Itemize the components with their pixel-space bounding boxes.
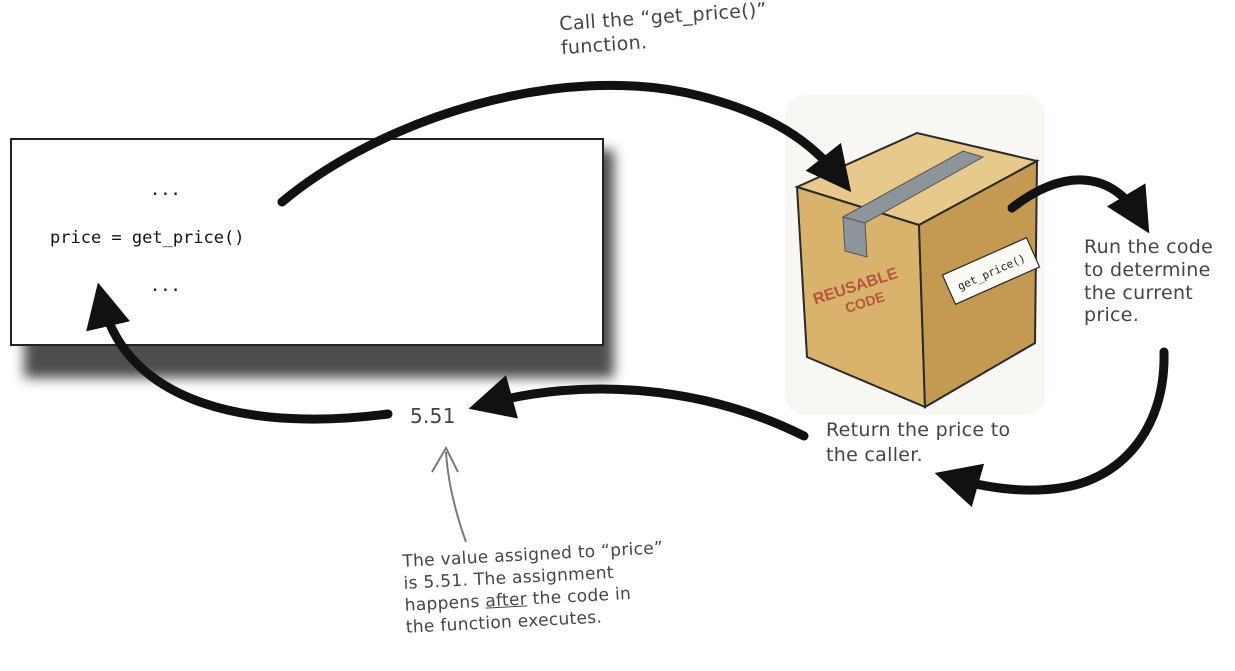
value-to-assignment-arrow <box>86 282 393 424</box>
return-price-note: Return the price to the caller. <box>826 419 1011 466</box>
code-ellipsis-bottom: ... <box>150 276 181 296</box>
run-arrow <box>1007 175 1150 234</box>
assignment-explanation-note: The value assigned to “price” is 5.51. T… <box>401 538 664 639</box>
call-arrow <box>277 80 852 207</box>
value-pointer-line <box>445 451 467 543</box>
returned-value: 5.51 <box>410 404 456 428</box>
code-ellipsis-top: ... <box>150 180 181 200</box>
return-to-value-arrow <box>468 375 809 441</box>
value-pointer-head <box>431 445 459 473</box>
run-code-note: Run the code to determine the current pr… <box>1084 236 1214 327</box>
code-assignment-line: price = get_price() <box>50 228 245 248</box>
return-down-arrow <box>934 347 1169 508</box>
